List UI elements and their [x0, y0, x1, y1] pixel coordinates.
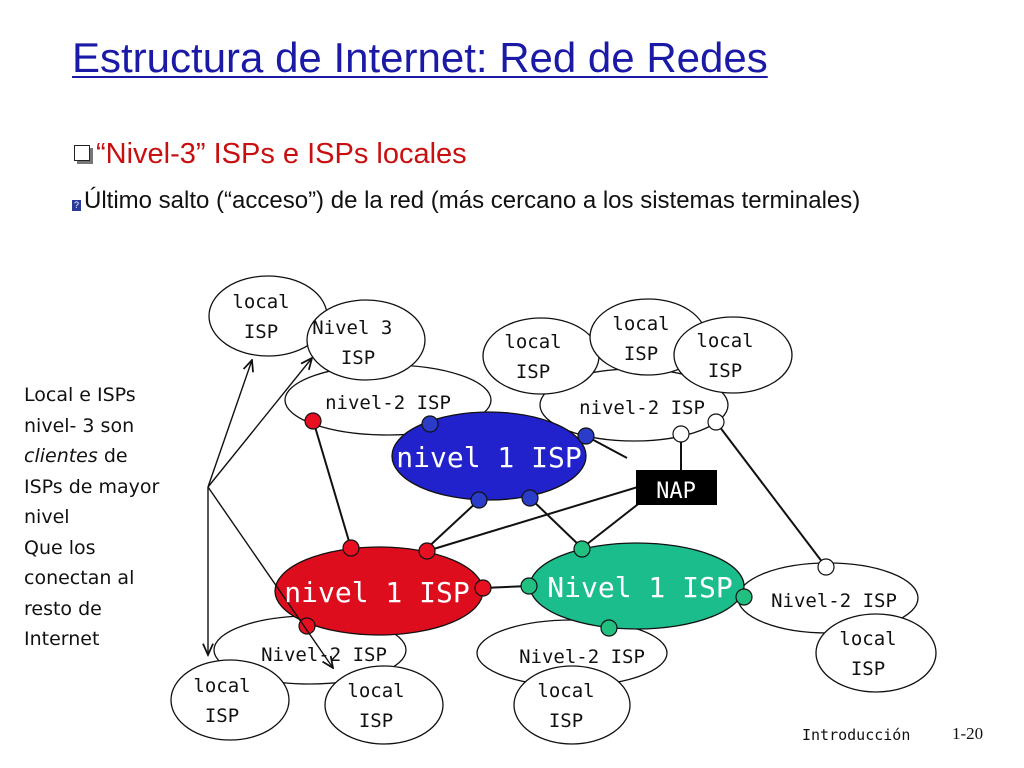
arrows [208, 358, 333, 668]
local-isp-node [170, 659, 290, 741]
side-note-line: conectan al [24, 567, 135, 589]
router-icon [521, 489, 539, 507]
bullet-sub-icon: ? [72, 200, 81, 211]
footer-label: Introducción [802, 726, 911, 744]
link [529, 497, 583, 549]
tier1-top-node [391, 411, 587, 501]
local-isp-node [324, 665, 444, 745]
tier2-label: Nivel-2 ISP [519, 646, 645, 668]
side-note-line: Que los [24, 536, 96, 559]
side-note: Local e ISPs nivel- 3 son clientes de IS… [24, 380, 214, 655]
arrow [207, 486, 333, 668]
tier2-label: nivel-2 ISP [325, 392, 451, 414]
tier1-top-label: nivel 1 ISP [396, 441, 581, 474]
side-note-line: Internet [24, 628, 100, 650]
router-icon [470, 491, 488, 509]
router-icon [421, 415, 439, 433]
router-icon [474, 579, 492, 597]
side-note-line: Local e ISPs [24, 384, 136, 406]
tier3-isp-node [306, 299, 426, 381]
router-icon [418, 542, 436, 560]
local-isp-node [673, 316, 793, 394]
link [715, 421, 827, 568]
router-icon [304, 412, 322, 430]
page-number: 1-20 [952, 724, 984, 743]
side-note-line: resto de [24, 597, 102, 620]
router-icon [342, 539, 360, 557]
bullet-main: “Nivel-3” ISPs e ISPs locales [74, 138, 467, 171]
side-note-italic: clientes [24, 445, 98, 467]
router-icon [735, 588, 753, 606]
side-note-line: nivel- 3 son [24, 414, 135, 437]
tier2-label: nivel-2 ISP [579, 397, 705, 419]
link [312, 419, 352, 549]
nap-label: NAP [656, 479, 696, 504]
router-icon [672, 425, 690, 443]
tier2-label: Nivel-2 ISP [261, 644, 387, 666]
arrow [207, 358, 312, 488]
router-icon [298, 617, 316, 635]
router-icon [577, 427, 595, 445]
link [423, 499, 480, 552]
side-note-line: clientes de [24, 445, 128, 467]
router-icon [573, 540, 591, 558]
router-icon [817, 558, 835, 576]
tier2-label: Nivel-2 ISP [771, 590, 897, 612]
tier3-label: Nivel 3 ISP [312, 317, 404, 369]
router-icon [707, 413, 725, 431]
bullet-main-text: “Nivel-3” ISPs e ISPs locales [96, 138, 467, 170]
nap-box [636, 470, 717, 505]
bullet-sub: ?Último salto (“acceso”) de la red (más … [72, 184, 872, 218]
tier1-left-label: nivel 1 ISP [284, 576, 469, 609]
side-note-line: ISPs de mayor [24, 475, 160, 498]
local-isp-node [513, 665, 631, 745]
side-note-line: nivel [24, 506, 70, 528]
router-icon [520, 577, 538, 595]
routers [298, 412, 835, 637]
arrow [207, 360, 252, 488]
local-isp-node [815, 613, 937, 693]
slide-title: Estructura de Internet: Red de Redes [72, 34, 768, 81]
tier1-right-label: Nivel 1 ISP [547, 571, 732, 604]
bullet-box-icon [74, 145, 90, 161]
bullet-sub-text: Último salto (“acceso”) de la red (más c… [84, 187, 861, 214]
link [426, 485, 642, 552]
router-icon [600, 619, 618, 637]
